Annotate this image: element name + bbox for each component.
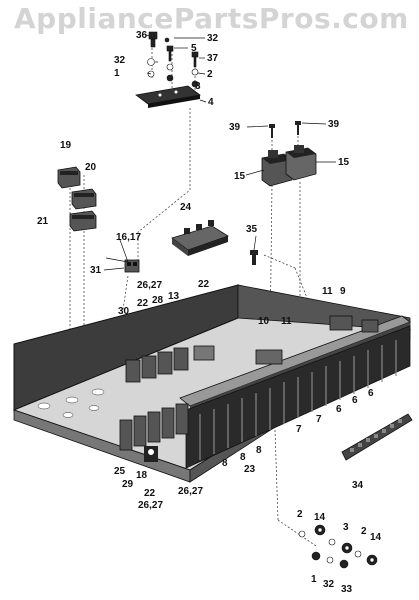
callout-c32b: 32 xyxy=(114,55,126,66)
callout-c13: 13 xyxy=(168,291,180,302)
callout-c2a: 2 xyxy=(207,69,213,80)
callout-c15b: 15 xyxy=(338,157,350,168)
callout-c36: 36 xyxy=(136,30,148,41)
bracket-16-17 xyxy=(124,259,140,273)
callout-c29: 29 xyxy=(122,479,134,490)
callout-c11a: 11 xyxy=(322,286,333,297)
callout-c3a: 3 xyxy=(195,81,201,92)
callout-c32c: 32 xyxy=(323,579,335,590)
callout-c7a: 7 xyxy=(316,414,322,425)
callout-c9: 9 xyxy=(340,286,346,297)
leader-lines xyxy=(103,34,336,271)
callout-c19: 19 xyxy=(60,140,72,151)
callout-c2b: 2 xyxy=(297,509,303,520)
callout-c34: 34 xyxy=(352,480,364,491)
callout-c25: 25 xyxy=(114,466,126,477)
callout-c39b: 39 xyxy=(328,119,340,130)
callout-c4: 4 xyxy=(208,97,214,108)
callout-c15a: 15 xyxy=(234,171,246,182)
callout-c39a: 39 xyxy=(229,122,241,133)
relays-15 xyxy=(261,121,317,187)
callout-c2c: 2 xyxy=(361,526,367,537)
callout-c18: 18 xyxy=(136,470,148,481)
callout-c5: 5 xyxy=(191,43,197,54)
top-hardware xyxy=(147,31,199,88)
callout-c37: 37 xyxy=(207,53,219,64)
callout-c8c: 8 xyxy=(256,445,262,456)
callout-c30: 30 xyxy=(118,306,130,317)
callout-c7b: 7 xyxy=(296,424,302,435)
callout-c1b: 1 xyxy=(311,574,317,585)
callout-c32a: 32 xyxy=(207,33,219,44)
callout-c22b: 22 xyxy=(137,298,149,309)
callout-c2627b: 26,27 xyxy=(178,486,203,497)
callout-c1a: 1 xyxy=(114,68,120,79)
callout-c33: 33 xyxy=(341,584,353,595)
callout-c14a: 14 xyxy=(314,512,326,523)
callout-c2627c: 26,27 xyxy=(138,500,163,511)
watermark: AppliancePartsPros.com xyxy=(14,2,409,35)
callout-c2627a: 26,27 xyxy=(137,280,162,291)
callout-c23: 23 xyxy=(244,464,256,475)
callout-c8b: 8 xyxy=(240,452,246,463)
terminal-24 xyxy=(171,220,229,256)
screw-35 xyxy=(250,250,258,265)
callout-c31: 31 xyxy=(90,265,102,276)
callout-c22c: 22 xyxy=(144,488,156,499)
callout-c8a: 8 xyxy=(222,458,228,469)
callout-c6c: 6 xyxy=(368,388,374,399)
plate-4 xyxy=(135,85,201,108)
chassis xyxy=(12,284,412,483)
callout-c1617: 16,17 xyxy=(116,232,141,243)
callout-c10: 10 xyxy=(258,316,270,327)
callout-c22a: 22 xyxy=(198,279,210,290)
callout-c3b: 3 xyxy=(343,522,349,533)
terminal-strip-34 xyxy=(341,413,413,461)
callout-c28: 28 xyxy=(152,295,164,306)
callout-c35: 35 xyxy=(246,224,258,235)
callout-c21: 21 xyxy=(37,216,49,227)
callout-c6b: 6 xyxy=(352,395,358,406)
callout-c11b: 11 xyxy=(281,316,292,327)
callout-c6a: 6 xyxy=(336,404,342,415)
callout-c24: 24 xyxy=(180,202,192,213)
callout-c14b: 14 xyxy=(370,532,382,543)
callout-c20: 20 xyxy=(85,162,97,173)
terminal-blocks-19-20-21 xyxy=(57,166,97,232)
bottom-hardware xyxy=(298,524,378,569)
